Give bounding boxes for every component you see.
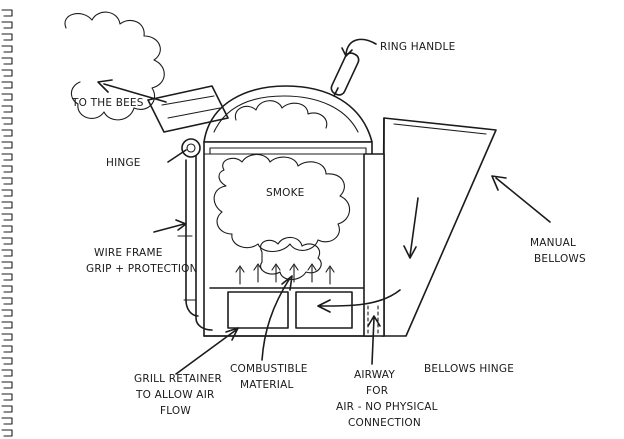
spiral-ring (1, 201, 13, 209)
spiral-ring (1, 93, 13, 101)
spiral-ring (1, 117, 13, 125)
bellows-hinge-marks (367, 305, 379, 337)
label-airway: AIRWAY (354, 369, 395, 381)
spiral-ring (1, 249, 13, 257)
combustible-pointer (261, 275, 293, 361)
label-air-no-physical: AIR - NO PHYSICAL (336, 401, 438, 413)
grill-pointer (175, 327, 239, 375)
combustible-material (260, 236, 322, 281)
label-flow: FLOW (160, 405, 191, 417)
spiral-ring (1, 369, 13, 377)
wire-frame-pointer (153, 219, 187, 233)
flame-arrows (235, 263, 335, 285)
spiral-binding-icon (1, 9, 13, 437)
wire-frame (177, 149, 213, 331)
spiral-ring (1, 165, 13, 173)
label-grill-retainer: GRILL RETAINER (134, 373, 222, 385)
airway-arrow (317, 289, 401, 313)
label-bellows-hinge: BELLOWS HINGE (424, 363, 514, 375)
spiral-ring (1, 153, 13, 161)
label-to-bees: TO THE BEES (71, 97, 144, 109)
spiral-ring (1, 21, 13, 29)
spiral-ring (1, 141, 13, 149)
to-bees-arrow (97, 79, 167, 103)
spiral-ring (1, 381, 13, 389)
spiral-ring (1, 429, 13, 437)
label-bellows: BELLOWS (534, 253, 586, 265)
spiral-ring (1, 105, 13, 113)
ring-handle (330, 52, 360, 97)
spiral-ring (1, 189, 13, 197)
label-material: MATERIAL (240, 379, 294, 391)
label-connection: CONNECTION (348, 417, 421, 429)
spiral-ring (1, 285, 13, 293)
spiral-ring (1, 261, 13, 269)
grill-retainer (203, 287, 373, 337)
label-wire-frame: WIRE FRAME (94, 247, 163, 259)
spiral-ring (1, 357, 13, 365)
spiral-ring (1, 405, 13, 413)
spiral-ring (1, 129, 13, 137)
label-hinge: HINGE (106, 157, 141, 169)
airway-pointer (367, 315, 381, 365)
spiral-ring (1, 81, 13, 89)
spiral-ring (1, 297, 13, 305)
label-ring-handle: RING HANDLE (380, 41, 455, 53)
spiral-ring (1, 57, 13, 65)
spiral-ring (1, 45, 13, 53)
hinge-pointer (167, 149, 187, 163)
ring-handle-pointer (341, 38, 377, 57)
label-for: FOR (366, 385, 388, 397)
bellows-air-arrow (403, 197, 419, 259)
spiral-ring (1, 273, 13, 281)
spiral-ring (1, 225, 13, 233)
dome-lid (203, 85, 373, 143)
label-manual: MANUAL (530, 237, 576, 249)
exhaust-smoke-cloud (64, 11, 165, 121)
spiral-ring (1, 177, 13, 185)
spiral-ring (1, 213, 13, 221)
label-smoke: SMOKE (266, 187, 305, 199)
spiral-ring (1, 393, 13, 401)
smoker-spout (147, 85, 229, 133)
lid-hinge (181, 138, 201, 158)
spiral-ring (1, 321, 13, 329)
manual-bellows-pointer (491, 175, 551, 223)
interior-smoke-cloud (213, 153, 351, 253)
spiral-ring (1, 417, 13, 425)
label-combustible: COMBUSTIBLE (230, 363, 308, 375)
spiral-ring (1, 333, 13, 341)
spiral-ring (1, 309, 13, 317)
spiral-ring (1, 33, 13, 41)
label-grip-protection: GRIP + PROTECTION (86, 263, 198, 275)
label-to-allow-air: TO ALLOW AIR (135, 389, 214, 401)
spiral-ring (1, 345, 13, 353)
spiral-ring (1, 9, 13, 17)
spiral-ring (1, 69, 13, 77)
spiral-ring (1, 237, 13, 245)
bellows (363, 117, 497, 337)
